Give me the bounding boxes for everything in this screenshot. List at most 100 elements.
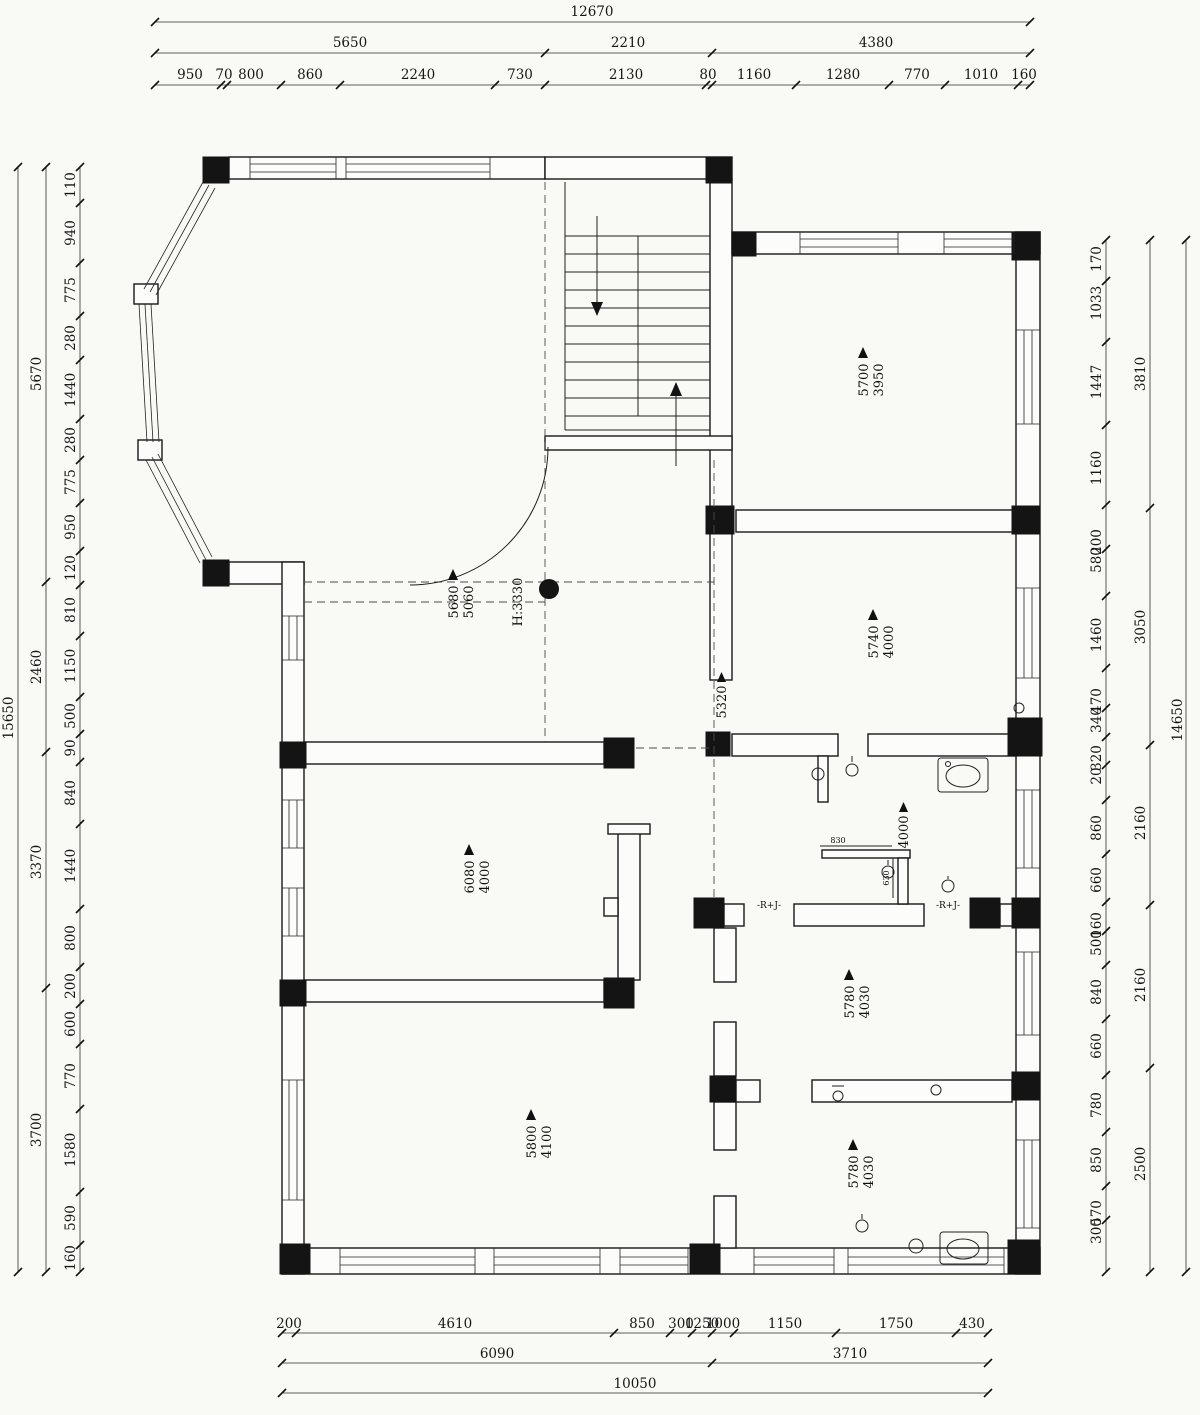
dim-left-detail: 1150 (63, 649, 79, 683)
dim-tick (41, 747, 51, 757)
column (202, 559, 230, 587)
room-label-5700: 5700 3950 (857, 347, 887, 397)
dim-ticks (277, 1328, 993, 1338)
column (1007, 1239, 1041, 1275)
room-dim-main: 5800 (525, 1125, 540, 1158)
dim-top-detail: 2130 (609, 67, 643, 83)
dim-tick (1025, 17, 1035, 27)
dim-tick (707, 1358, 717, 1368)
height-reference-point (539, 579, 559, 599)
dim-right-group: 3810 (1133, 357, 1149, 391)
staircase (564, 182, 710, 466)
wall-hall-4 (713, 1195, 737, 1249)
dim-right-detail: 170 (1089, 246, 1105, 272)
column (689, 1243, 721, 1275)
bay-window-line (145, 459, 201, 564)
dim-left-detail: 775 (63, 277, 79, 303)
dim-bottom-detail: 1750 (879, 1316, 913, 1332)
room-label-5800: 5800 4100 (525, 1109, 555, 1159)
dim-tick (75, 631, 85, 641)
dimensions-top: 12670 5650 2210 4380 950 70 800 860 2240… (150, 4, 1037, 90)
dim-tick (609, 1328, 619, 1338)
dim-tick (1101, 500, 1111, 510)
columns (202, 156, 1043, 1275)
dim-tick (1025, 80, 1035, 90)
radiator-icon (832, 1090, 844, 1102)
label-triangle-icon (899, 802, 908, 812)
sink-icon (937, 757, 989, 793)
dim-right-detail: 780 (1089, 1092, 1105, 1118)
sink-basin-icon (945, 764, 981, 788)
dim-right-total: 14650 (1170, 699, 1186, 742)
dim-tick (75, 414, 85, 424)
stair-lines (564, 182, 710, 466)
dim-tick (1101, 1127, 1111, 1137)
label-triangle-icon (448, 569, 458, 580)
dim-tick (150, 80, 160, 90)
dim-tick (75, 198, 85, 208)
room-dim-main: 5700 (857, 363, 872, 396)
dim-left-detail: 775 (63, 469, 79, 495)
dim-tick (1145, 503, 1155, 513)
room-dim-sub: 4100 (540, 1125, 555, 1158)
dim-tick (75, 999, 85, 1009)
lamp-icon (881, 865, 895, 879)
wall-divider-5780-a (735, 1079, 761, 1103)
column (705, 156, 733, 184)
dim-right-detail: 840 (1089, 979, 1105, 1005)
dim-right-group: 2160 (1133, 968, 1149, 1002)
dim-tick (41, 162, 51, 172)
label-4000: 4000 (897, 802, 912, 849)
dim-tick (701, 80, 711, 90)
label-triangle-icon (464, 844, 474, 855)
dim-tick (1181, 235, 1191, 245)
dimensions-bottom: 200 4610 850 300 1250 1000 1150 1750 430… (276, 1316, 993, 1398)
dim-tick (687, 1328, 697, 1338)
room-label-6080: 6080 4000 (463, 844, 493, 894)
dim-left-detail: 950 (63, 514, 79, 540)
dim-bottom-total: 10050 (614, 1376, 657, 1392)
valve-icon (811, 767, 825, 781)
wall-hall-1 (713, 927, 737, 983)
label-triangle-icon (848, 1139, 858, 1150)
small-dim-630: 630 (882, 870, 891, 885)
dim-top-detail: 1160 (737, 67, 771, 83)
bay-joint-top (133, 283, 159, 305)
dim-tick (277, 1358, 287, 1368)
dim-top-detail: 160 (1011, 67, 1037, 83)
dim-left-detail: 110 (63, 172, 79, 198)
dim-tick (1101, 1215, 1111, 1225)
wall-mid-right-b (867, 733, 1017, 757)
dim-right-detail: 1033 (1089, 286, 1105, 320)
dim-tick (1101, 1181, 1111, 1191)
dim-bottom-detail: 1250 (685, 1316, 719, 1332)
column (1011, 897, 1041, 929)
dim-tick (75, 1187, 85, 1197)
dim-tick (1025, 48, 1035, 58)
column (1011, 505, 1041, 535)
dim-right-detail: 1460 (1089, 618, 1105, 652)
dim-tick (277, 1328, 287, 1338)
column (705, 505, 735, 535)
dim-left-detail: 770 (63, 1063, 79, 1089)
room-dim-main: 6080 (463, 860, 478, 893)
wall-room5740-left (709, 531, 733, 681)
dim-tick (983, 1328, 993, 1338)
dim-tick (729, 1328, 739, 1338)
column (709, 1075, 737, 1103)
small-dim-830: 830 (830, 836, 845, 845)
dim-right-detail: 1447 (1089, 365, 1105, 399)
stair-up-arrow (670, 382, 682, 396)
dim-tick (1101, 897, 1111, 907)
column (603, 737, 635, 769)
fixtures (811, 702, 1025, 1265)
dim-tick (75, 311, 85, 321)
dim-right-detail: 580 (1089, 547, 1105, 573)
dim-top-detail: 800 (238, 67, 264, 83)
dim-tick (1101, 960, 1111, 970)
dim-tick (75, 355, 85, 365)
bay-window-glazing (138, 181, 216, 564)
dim-ticks (41, 162, 51, 1277)
dim-tick (1101, 732, 1111, 742)
